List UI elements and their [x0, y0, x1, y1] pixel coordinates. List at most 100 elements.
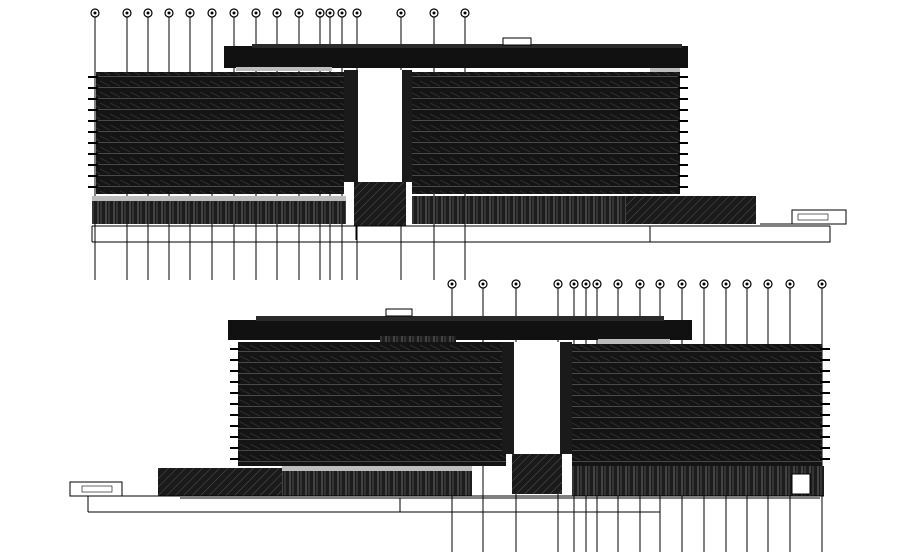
upper-grid-bubble-dot [399, 11, 403, 15]
upper-left-floor-slab-fin [88, 120, 98, 122]
upper-atrium-frame-left [344, 70, 358, 182]
lower-right-fins [820, 348, 830, 460]
lower-grid-bubble-dot [556, 282, 560, 286]
upper-grid-bubble-dot [463, 11, 467, 15]
upper-left-tower [96, 72, 344, 194]
lower-grid-bubble-dot [820, 282, 824, 286]
lower-atrium-frame-right [560, 342, 572, 454]
upper-grid-bubble-dot [328, 11, 332, 15]
upper-left-floor-slab-fin [88, 76, 98, 78]
upper-grid-bubble-dot [340, 11, 344, 15]
upper-left-floor-slab-fin [88, 142, 98, 144]
lower-grid-bubble-dot [766, 282, 770, 286]
lower-left-floor-slab-fin [230, 348, 240, 350]
lower-grid-bubble-dot [680, 282, 684, 286]
lower-right-floor-slab-fin [820, 436, 830, 438]
lower-grid-bubble-dot [745, 282, 749, 286]
lower-left-floor-slab-fin [230, 425, 240, 427]
lower-left-tower [238, 342, 506, 466]
lower-right-floor-slab-fin [820, 359, 830, 361]
upper-grid-bubble-dot [254, 11, 258, 15]
upper-right-floor-slab-fin [678, 76, 688, 78]
upper-grid-bubble-dot [167, 11, 171, 15]
upper-ground-line [91, 223, 831, 243]
lower-podium-annex [158, 468, 282, 496]
upper-right-floor-slab-fin [678, 142, 688, 144]
upper-right-floor-slab-fin [678, 98, 688, 100]
lower-podium-band [282, 466, 472, 471]
lower-roof-plant [385, 308, 413, 317]
lower-atrium-frame-left [502, 342, 514, 454]
upper-grid-bubble-dot [125, 11, 129, 15]
upper-roof-light-strip [236, 67, 332, 71]
lower-grid-bubble-dot [572, 282, 576, 286]
lower-left-floor-slab-fin [230, 392, 240, 394]
lower-grid-bubble-dot [584, 282, 588, 286]
lower-podium-right [572, 466, 824, 496]
lower-roof-light-strip-right [598, 339, 670, 345]
upper-elevation [88, 8, 847, 280]
lower-right-floor-slab-fin [820, 381, 830, 383]
lower-elevation [69, 279, 830, 552]
lower-right-floor-slab-fin [820, 403, 830, 405]
lower-left-floor-slab-fin [230, 359, 240, 361]
lower-grid-bubble-dot [724, 282, 728, 286]
upper-left-floor-slab-fin [88, 175, 98, 177]
upper-grid-bubble-dot [210, 11, 214, 15]
lower-right-tower [572, 344, 822, 468]
upper-right-floor-slab-fin [678, 120, 688, 122]
upper-grid-bubble-dot [188, 11, 192, 15]
upper-left-floor-slab-fin [88, 98, 98, 100]
upper-grid-bubble-dot [318, 11, 322, 15]
upper-left-floor-slab-fin [88, 109, 98, 111]
lower-right-floor-slab-fin [820, 392, 830, 394]
lower-grid-bubble-dot [481, 282, 485, 286]
lower-grid-bubble-dot [702, 282, 706, 286]
upper-left-floor-slab-fin [88, 131, 98, 133]
lower-left-floor-slab-fin [230, 403, 240, 405]
upper-left-floor-slab-fin [88, 153, 98, 155]
upper-atrium-frame-right [402, 70, 412, 182]
lower-roof-canopy [228, 320, 692, 340]
lower-grid-bubble-dot [450, 282, 454, 286]
lower-grid-bubble-dot [638, 282, 642, 286]
lower-left-floor-slab-fin [230, 436, 240, 438]
upper-roof-plant [502, 37, 532, 46]
lower-ground-line [87, 495, 824, 513]
upper-grid-bubble-dot [146, 11, 150, 15]
upper-right-floor-slab-fin [678, 186, 688, 188]
lower-podium-corner [791, 473, 811, 495]
lower-right-floor-slab-fin [820, 447, 830, 449]
lower-left-floor-slab-fin [230, 381, 240, 383]
lower-atrium-entrance [512, 454, 562, 494]
lower-right-floor-slab-fin [820, 425, 830, 427]
upper-left-floor-slab-fin [88, 164, 98, 166]
upper-left-floor-slab-fin [88, 186, 98, 188]
upper-roof-band [252, 44, 682, 48]
upper-right-fins [678, 76, 688, 188]
lower-roof-band [256, 316, 664, 321]
upper-grid-bubble-dot [232, 11, 236, 15]
upper-grid-bubble-dot [355, 11, 359, 15]
lower-right-floor-slab-fin [820, 348, 830, 350]
lower-right-floor-slab-fin [820, 458, 830, 460]
lower-grid-bubble-dot [616, 282, 620, 286]
upper-atrium-entrance [354, 182, 406, 226]
upper-right-floor-slab-fin [678, 175, 688, 177]
upper-podium-annex [626, 196, 756, 224]
lower-grid-bubble-dot [788, 282, 792, 286]
lower-left-floor-slab-fin [230, 414, 240, 416]
upper-grid-bubble-dot [432, 11, 436, 15]
lower-left-floor-slab-fin [230, 370, 240, 372]
lower-left-floor-slab-fin [230, 458, 240, 460]
upper-roof-canopy [224, 46, 688, 68]
lower-left-floor-slab-fin [230, 447, 240, 449]
upper-side-canopy-inner [797, 213, 829, 221]
lower-grid-bubble-dot [595, 282, 599, 286]
lower-right-floor-slab-fin [820, 414, 830, 416]
lower-right-floor-slab-fin [820, 370, 830, 372]
upper-right-floor-slab-fin [678, 164, 688, 166]
lower-grid-bubble-dot [514, 282, 518, 286]
upper-left-floor-slab-fin [88, 87, 98, 89]
